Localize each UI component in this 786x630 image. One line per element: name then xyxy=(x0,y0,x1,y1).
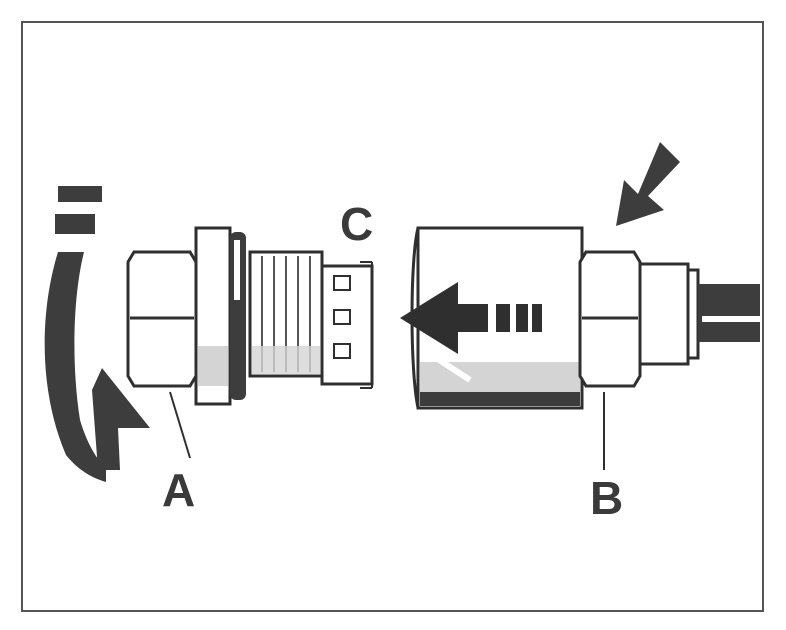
label-a: A xyxy=(162,464,195,516)
curved-rotation-arrow-icon xyxy=(44,186,150,482)
insertion-arrow-icon xyxy=(400,282,542,383)
part-a-fitting xyxy=(126,226,374,406)
leader-line-a xyxy=(169,391,191,459)
push-arrow-icon xyxy=(616,142,680,226)
label-b: B xyxy=(590,472,623,524)
label-c: C xyxy=(340,198,373,250)
